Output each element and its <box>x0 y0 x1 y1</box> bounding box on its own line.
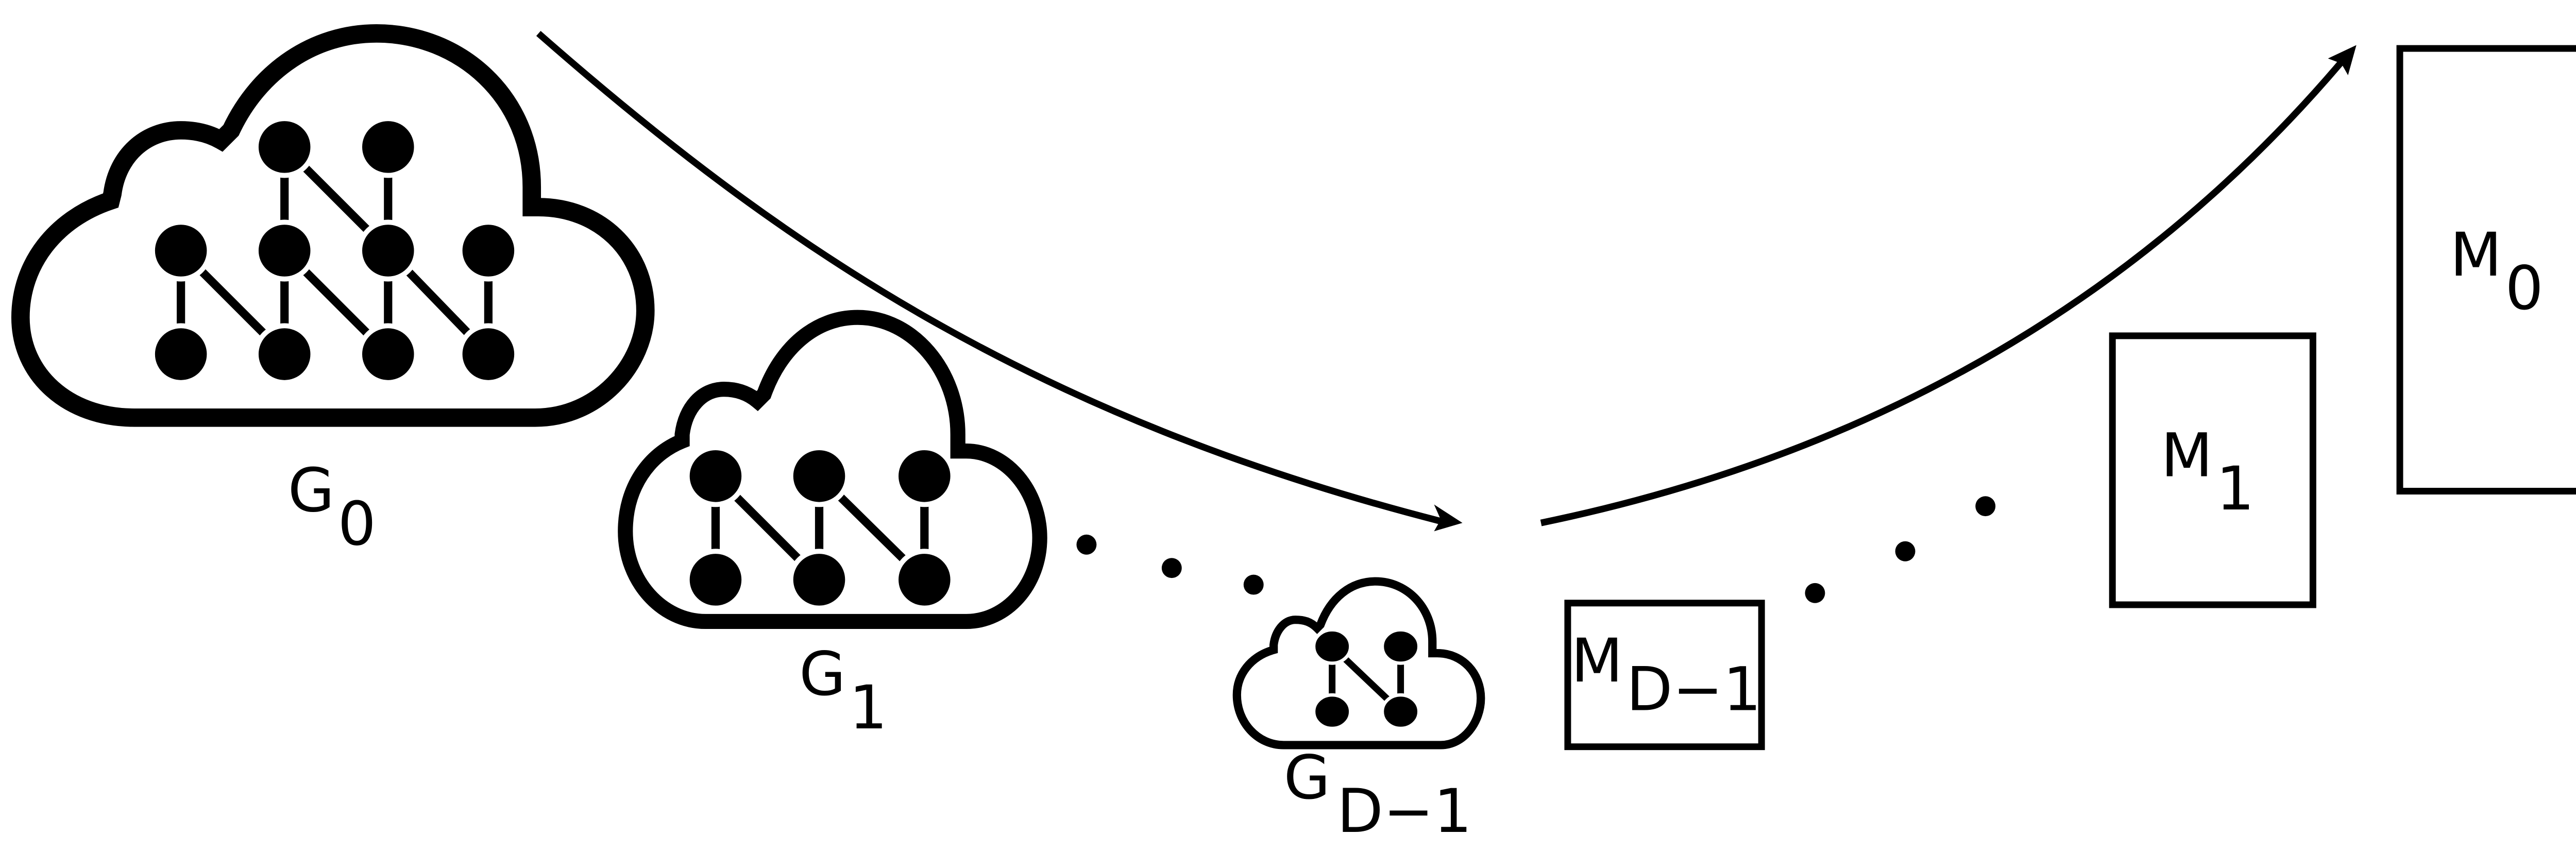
node <box>1380 628 1421 665</box>
graph-g0 <box>177 144 493 357</box>
arrow-coarsen <box>536 30 1463 532</box>
svg-text:M1: M1 <box>2161 420 2255 524</box>
node <box>788 445 851 507</box>
node <box>150 219 212 282</box>
node <box>150 323 212 385</box>
node <box>457 323 519 385</box>
ellipsis-dots-clouds <box>1076 534 1264 595</box>
node <box>357 323 419 385</box>
ellipsis-dots-boxes <box>1805 496 1996 603</box>
node <box>1312 693 1352 730</box>
node <box>893 445 956 507</box>
node <box>684 549 747 611</box>
node <box>684 445 747 507</box>
node <box>357 116 419 178</box>
node <box>788 549 851 611</box>
node <box>893 549 956 611</box>
node <box>253 323 316 385</box>
svg-text:MD−1: MD−1 <box>1571 626 1761 724</box>
node <box>357 219 419 282</box>
cloud-g0 <box>21 33 646 418</box>
node <box>457 219 519 282</box>
node <box>1380 693 1421 730</box>
node <box>1312 628 1352 665</box>
svg-text:M0: M0 <box>2450 220 2544 323</box>
arrow-refine <box>1540 45 2357 526</box>
cloud-gd1 <box>1232 577 1485 749</box>
cloud-g1 <box>618 310 1047 629</box>
node <box>253 116 316 178</box>
node <box>253 219 316 282</box>
